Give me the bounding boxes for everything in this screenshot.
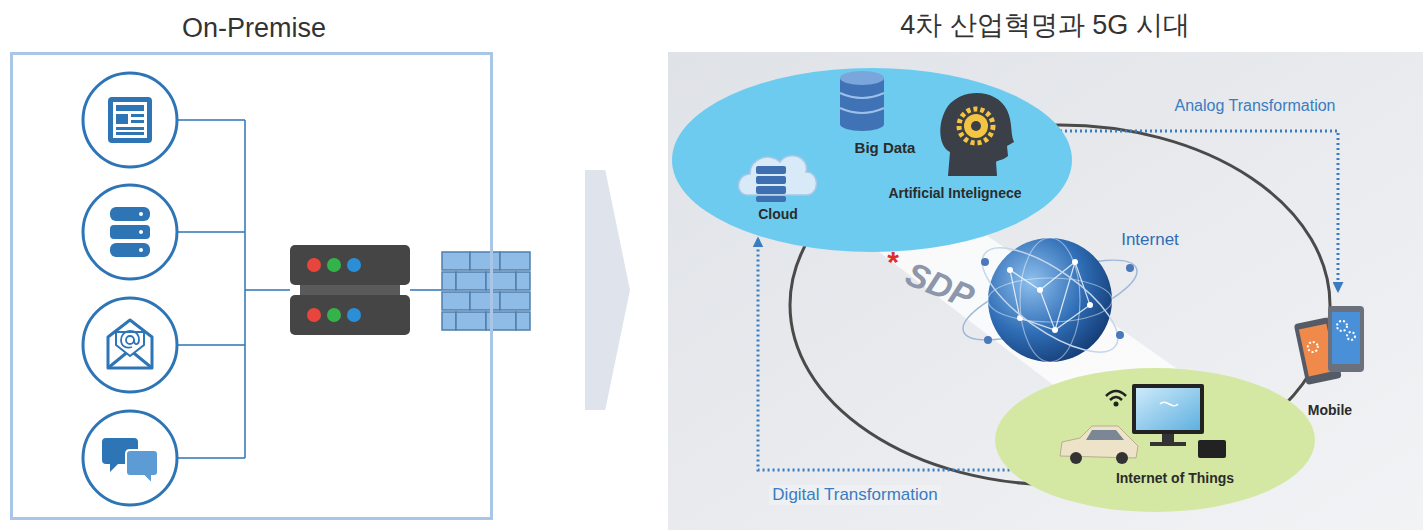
chat-icon (102, 438, 158, 484)
on-premise-box: On-Premise (10, 52, 493, 520)
zone-item-label: Internet of Things (1116, 470, 1234, 487)
flow-label: Digital Transformation (769, 485, 940, 505)
sdp-label: SDP (900, 253, 980, 317)
email-icon (108, 320, 152, 368)
ai-head-icon (940, 93, 1014, 176)
mobile-icon (1294, 306, 1364, 385)
zone-item-label: Cloud (758, 206, 798, 223)
big-data-icon (840, 71, 884, 131)
zone-item-label: Big Data (855, 139, 916, 157)
digital-transformation-arrow (758, 238, 1010, 470)
globe-label: Internet (1121, 230, 1179, 250)
zone-item-label: Artificial Intelignece (888, 185, 1021, 202)
cloud-icon (738, 156, 816, 202)
section-heading: On-Premise (182, 12, 326, 44)
iot-devices (1060, 384, 1226, 464)
device-label: Mobile (1308, 402, 1352, 419)
panel-ground (668, 52, 1423, 530)
internet-globe (955, 230, 1146, 371)
section-heading: 4차 산업혁명과 5G 시대 (900, 9, 1190, 41)
wiring (177, 120, 442, 458)
flow-label: Analog Transformation (1175, 96, 1336, 115)
server-icon (290, 245, 410, 335)
document-icon (108, 97, 152, 143)
footnote-mark: * (887, 244, 899, 280)
database-icon (110, 207, 150, 257)
transition-arrow (585, 170, 630, 410)
service-icons (83, 73, 177, 505)
firewall-icon (442, 252, 530, 330)
